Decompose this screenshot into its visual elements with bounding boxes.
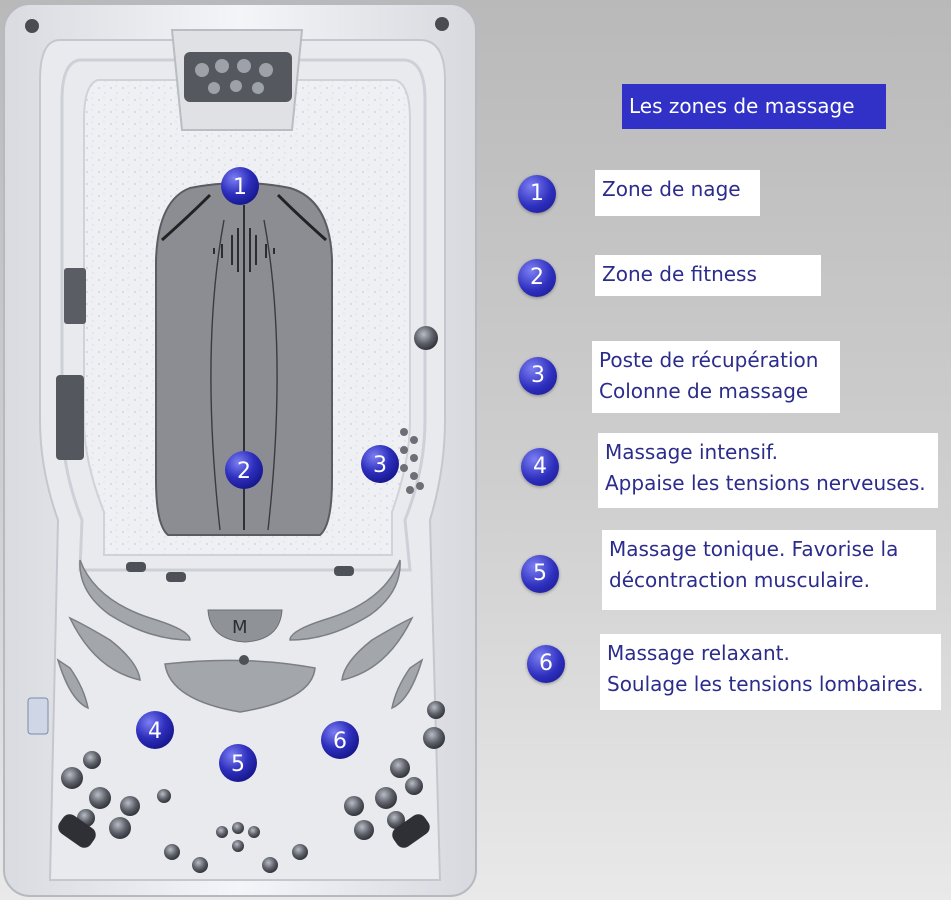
- zone-description-1: Zone de nage: [595, 170, 760, 216]
- zone-description-3: Poste de récupération Colonne de massage: [592, 341, 840, 413]
- zone-description-2: Zone de fitness: [595, 255, 821, 296]
- zone-description-line: Zone de nage: [602, 177, 741, 201]
- brand-logo-plate: [207, 609, 283, 643]
- zone-description-line: Poste de récupération: [599, 348, 819, 372]
- spa-marker-1: 1: [221, 167, 259, 205]
- zone-description-4: Massage intensif. Appaise les tensions n…: [598, 433, 938, 508]
- svg-text:M: M: [232, 617, 248, 638]
- lounge-jets: [61, 701, 445, 873]
- zone-number-3: 3: [519, 357, 557, 395]
- zone-number-5: 5: [521, 555, 559, 593]
- svg-text:4: 4: [148, 719, 162, 744]
- zone-number-1: 1: [518, 175, 556, 213]
- swim-jets: [195, 59, 273, 94]
- svg-text:1: 1: [233, 175, 247, 200]
- zone-description-line: Appaise les tensions nerveuses.: [605, 471, 926, 495]
- side-jet: [414, 326, 438, 350]
- zone-number-6: 6: [527, 645, 565, 683]
- corner-bolt: [25, 19, 39, 33]
- headrest-pillow: [58, 814, 96, 848]
- svg-text:3: 3: [373, 453, 387, 478]
- control-panel: [27, 697, 49, 735]
- zone-description-line: Colonne de massage: [599, 379, 809, 403]
- svg-text:2: 2: [237, 459, 251, 484]
- headrest-pillow: [392, 814, 430, 848]
- spa-marker-6: 6: [321, 721, 359, 759]
- spa-marker-5: 5: [219, 744, 257, 782]
- swim-spa-illustration: M 1 2 3 4 5: [3, 3, 477, 897]
- zone-description-line: Zone de fitness: [602, 262, 757, 286]
- swim-jet-panel: [184, 52, 292, 102]
- zone-description-line: Massage intensif.: [605, 440, 778, 464]
- zone-number-4: 4: [521, 448, 559, 486]
- zone-description-line: Soulage les tensions lombaires.: [607, 672, 924, 696]
- svg-text:5: 5: [231, 752, 245, 777]
- seat-contours: [56, 559, 424, 713]
- corner-bolt: [435, 17, 449, 31]
- basin-step-contour: [60, 58, 427, 572]
- side-grab-handle: [64, 268, 86, 324]
- legend-title: Les zones de massage: [622, 84, 886, 129]
- zone-number-2: 2: [518, 259, 556, 297]
- column-jets: [400, 428, 424, 494]
- spa-marker-2: 2: [225, 451, 263, 489]
- zone-description-line: Massage tonique. Favorise la: [609, 537, 899, 561]
- zone-description-line: décontraction musculaire.: [609, 568, 870, 592]
- side-grab-handle: [56, 375, 84, 460]
- zone-description-line: Massage relaxant.: [607, 641, 790, 665]
- spa-marker-4: 4: [136, 711, 174, 749]
- svg-text:6: 6: [333, 729, 347, 754]
- zone-description-6: Massage relaxant. Soulage les tensions l…: [600, 634, 941, 710]
- bench-jets: [126, 562, 354, 665]
- spa-marker-3: 3: [361, 445, 399, 483]
- zone-description-5: Massage tonique. Favorise la décontracti…: [602, 530, 936, 610]
